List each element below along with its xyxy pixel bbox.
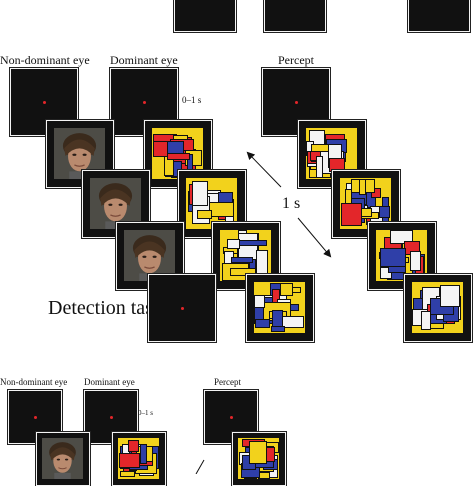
red-fixation-dot-icon xyxy=(42,100,46,104)
non-dominant-fixation-frame xyxy=(9,67,79,137)
mondrian-rect xyxy=(316,156,323,179)
mondrian-mask-icon xyxy=(340,178,391,229)
mondrian-rect xyxy=(254,318,271,329)
face-photo-icon xyxy=(124,230,175,281)
mondrian-rect xyxy=(270,326,286,333)
label-onset-time-bottom: 0–1 s xyxy=(138,409,153,417)
bottom-non-dominant-face-frame xyxy=(35,431,91,486)
mondrian-rect xyxy=(128,439,140,453)
mondrian-rect xyxy=(140,443,147,464)
mondrian-rect xyxy=(229,268,256,276)
double-headed-arrow-icon xyxy=(195,151,332,474)
mondrian-rect xyxy=(255,250,268,276)
red-fixation-dot-icon xyxy=(180,306,184,310)
label-onset-time: 0–1 s xyxy=(182,95,202,105)
red-fixation-dot-icon xyxy=(33,415,37,419)
mondrian-mask-icon xyxy=(152,128,203,179)
percept-mondrian-frame-4 xyxy=(403,273,473,343)
face-photo-icon xyxy=(54,128,105,179)
faded-top-frame-left xyxy=(173,0,237,33)
faded-top-frame-right xyxy=(407,0,471,33)
mondrian-rect xyxy=(166,152,191,161)
mondrian-rect xyxy=(358,178,366,195)
mondrian-mask-icon xyxy=(254,282,305,333)
mondrian-rect xyxy=(439,284,460,308)
mondrian-rect xyxy=(258,471,271,479)
face-photo-icon xyxy=(42,438,83,479)
red-fixation-dot-icon xyxy=(109,415,113,419)
label-dominant-eye: Dominant eye xyxy=(110,53,178,67)
mondrian-rect xyxy=(380,247,406,267)
face-photo-icon xyxy=(90,178,141,229)
faded-top-frame-middle xyxy=(263,0,327,33)
mondrian-rect xyxy=(279,282,293,297)
bottom-dominant-mondrian-frame xyxy=(111,431,167,486)
detection-fixation-frame xyxy=(147,273,217,343)
mondrian-mask-icon xyxy=(220,230,271,281)
label-percept-bottom: Percept xyxy=(214,377,241,387)
percept-mondrian-frame-3 xyxy=(367,221,437,291)
mondrian-rect xyxy=(226,238,240,250)
mondrian-rect xyxy=(238,239,268,247)
mondrian-mask-icon xyxy=(186,178,237,229)
mondrian-rect xyxy=(197,210,212,219)
label-interval: 1 s xyxy=(282,195,301,212)
mondrian-rect xyxy=(119,452,141,468)
mondrian-mask-icon xyxy=(118,438,159,479)
mondrian-rect xyxy=(248,441,268,465)
mondrian-rect xyxy=(421,311,431,330)
dominant-mondrian-frame-4 xyxy=(245,273,315,343)
label-non-dominant-eye: Non-dominant eye xyxy=(0,53,90,67)
mondrian-rect xyxy=(191,180,208,207)
label-non-dominant-eye-bottom: Non-dominant eye xyxy=(0,377,68,387)
mondrian-rect xyxy=(208,202,234,217)
mondrian-mask-icon xyxy=(238,438,279,479)
non-dominant-face-frame-1 xyxy=(45,119,115,189)
mondrian-rect xyxy=(119,470,136,478)
mondrian-rect xyxy=(282,315,304,329)
label-dominant-eye-bottom: Dominant eye xyxy=(84,377,135,387)
mondrian-rect xyxy=(340,202,363,227)
mondrian-rect xyxy=(409,250,421,272)
mondrian-rect xyxy=(378,205,391,218)
mondrian-rect xyxy=(390,230,413,245)
label-task: Detection task xyxy=(48,297,163,319)
red-fixation-dot-icon xyxy=(229,415,233,419)
mondrian-mask-icon xyxy=(412,282,463,333)
mondrian-rect xyxy=(254,295,265,309)
red-fixation-dot-icon xyxy=(294,100,298,104)
bottom-percept-mondrian-frame xyxy=(231,431,287,486)
label-percept: Percept xyxy=(278,53,314,67)
mondrian-rect xyxy=(230,257,254,264)
non-dominant-face-frame-3 xyxy=(115,221,185,291)
mondrian-mask-icon xyxy=(376,230,427,281)
red-fixation-dot-icon xyxy=(142,100,146,104)
